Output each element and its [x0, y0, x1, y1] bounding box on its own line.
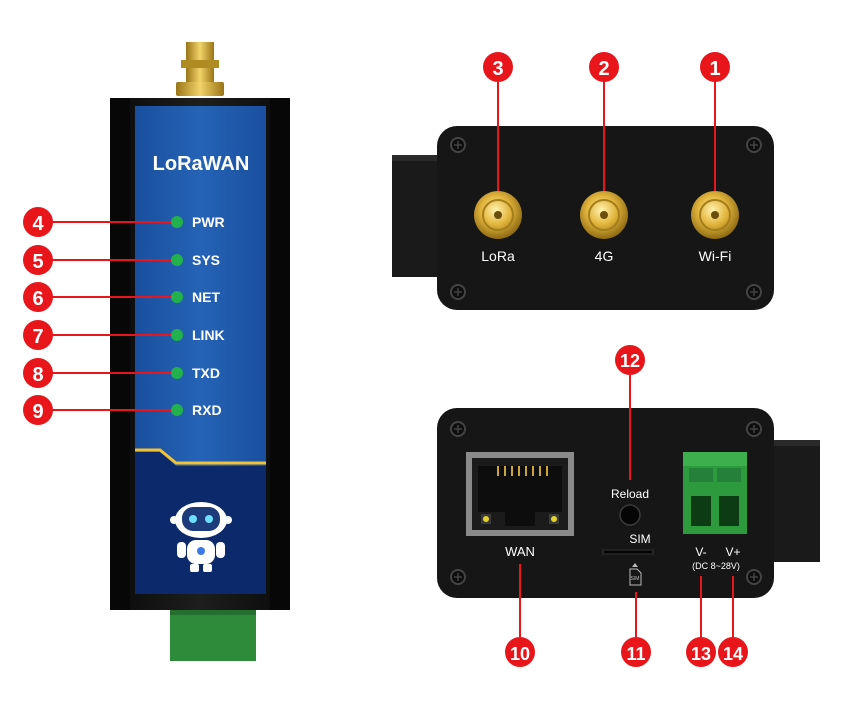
svg-text:10: 10 [510, 644, 530, 664]
svg-text:1: 1 [709, 58, 720, 80]
callout-badge [718, 637, 748, 667]
rail-clip-bottom [768, 440, 820, 562]
indicator-pwr: PWR 4 [23, 207, 225, 237]
4g-antenna-port: 4G 2 [580, 52, 628, 264]
led-net [171, 291, 183, 303]
callout-badge [686, 637, 716, 667]
svg-text:13: 13 [691, 644, 711, 664]
svg-text:12: 12 [620, 351, 640, 371]
indicator-label: RXD [192, 402, 222, 418]
callout-badge [23, 320, 53, 350]
svg-text:Wi-Fi: Wi-Fi [699, 248, 732, 264]
led-rxd [171, 404, 183, 416]
led-pwr [171, 216, 183, 228]
screw-icon [450, 421, 762, 585]
brand-label: LoRaWAN [153, 153, 250, 175]
callout-badge [700, 52, 730, 82]
bottom-end-panel: WAN 10 Reload 12 SIM SIM 11 [437, 345, 820, 667]
indicator-sys: SYS 5 [23, 245, 220, 275]
callout-badge [505, 637, 535, 667]
sim-card-icon [629, 568, 642, 586]
indicator-net: NET 6 [23, 282, 220, 312]
callout-badge [615, 345, 645, 375]
reload-button: Reload 12 [611, 345, 649, 526]
svg-text:14: 14 [723, 644, 743, 664]
svg-text:2: 2 [598, 58, 609, 80]
svg-text:8: 8 [32, 364, 43, 386]
led-wan-link [483, 516, 489, 522]
indicator-link: LINK 7 [23, 320, 225, 350]
wifi-antenna-port: Wi-Fi 1 [691, 52, 739, 264]
svg-text:7: 7 [32, 326, 43, 348]
led-sys [171, 254, 183, 266]
yellow-accent-line [135, 448, 266, 465]
svg-text:LoRa: LoRa [481, 248, 515, 264]
callout-badge [23, 245, 53, 275]
svg-text:4: 4 [32, 213, 44, 235]
lora-antenna-port: LoRa 3 [474, 52, 522, 264]
sim-slot: SIM SIM 11 [602, 532, 654, 667]
callout-badge [23, 395, 53, 425]
indicator-list: PWR 4 SYS 5 NET 6 LINK [23, 207, 225, 425]
reload-hole-icon [619, 504, 641, 526]
led-link [171, 329, 183, 341]
callout-badge [23, 358, 53, 388]
svg-text:11: 11 [626, 644, 645, 664]
svg-text:6: 6 [32, 288, 43, 310]
svg-text:WAN: WAN [505, 544, 535, 559]
indicator-rxd: RXD 9 [23, 395, 222, 425]
rail-clip-top [392, 155, 444, 277]
power-terminal: V- V+ (DC 8~28V) 13 14 [683, 452, 748, 667]
svg-text:9: 9 [32, 401, 43, 423]
power-spec: (DC 8~28V) [692, 561, 740, 571]
svg-text:4G: 4G [595, 248, 614, 264]
top-antenna-connector [176, 42, 224, 96]
svg-text:5: 5 [32, 251, 43, 273]
indicator-label: NET [192, 289, 220, 305]
indicator-label: TXD [192, 365, 220, 381]
svg-text:Reload: Reload [611, 487, 649, 501]
indicator-label: SYS [192, 252, 220, 268]
callout-badge [23, 282, 53, 312]
front-device: LoRaWAN PWR 4 [23, 42, 290, 661]
svg-text:3: 3 [492, 58, 503, 80]
robot-mascot-icon [170, 502, 232, 572]
callout-badge [483, 52, 513, 82]
svg-text:V+: V+ [725, 545, 740, 559]
top-end-panel: LoRa 3 4G 2 Wi-Fi 1 [392, 52, 774, 310]
svg-text:V-: V- [695, 545, 706, 559]
indicator-txd: TXD 8 [23, 358, 220, 388]
wan-port: WAN 10 [466, 452, 574, 667]
indicator-label: PWR [192, 214, 225, 230]
svg-text:SIM: SIM [629, 532, 650, 546]
svg-text:SIM: SIM [631, 576, 640, 582]
led-wan-act [551, 516, 557, 522]
callout-badge [23, 207, 53, 237]
callout-badge [621, 637, 651, 667]
indicator-label: LINK [192, 327, 225, 343]
led-txd [171, 367, 183, 379]
callout-badge [589, 52, 619, 82]
sim-slot-opening [602, 549, 654, 555]
